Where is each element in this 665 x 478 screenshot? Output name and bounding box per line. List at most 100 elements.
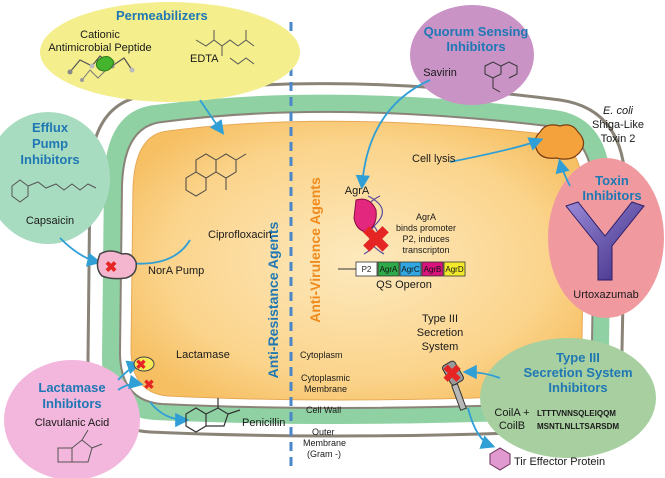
efflux-bubble bbox=[0, 112, 110, 244]
arrow-lactamase-2 bbox=[117, 374, 144, 391]
cyto-membrane-label-1: Cytoplasmic bbox=[301, 373, 351, 383]
tir-effector-icon bbox=[489, 447, 511, 471]
savirin-label: Savirin bbox=[423, 67, 457, 79]
lactamase-inhibitors-group: Lactamase Inhibitors Clavulanic Acid bbox=[4, 360, 140, 478]
quorum-bubble bbox=[410, 5, 534, 105]
lactamase-label: Lactamase bbox=[176, 349, 230, 361]
type3-title-2: Secretion System bbox=[523, 365, 632, 380]
cell-wall-label: Cell Wall bbox=[306, 405, 341, 415]
type3-system-3: System bbox=[422, 341, 459, 353]
anti-virulence-label: Anti-Virulence Agents bbox=[307, 177, 323, 323]
penicillin-label: Penicillin bbox=[242, 417, 285, 429]
type3-inhibitors-group: Type III Secretion System Inhibitors Coi… bbox=[480, 338, 656, 458]
red-x-type3: ✖ bbox=[442, 361, 462, 388]
antibody-icon bbox=[565, 201, 645, 281]
red-x-nora: ✖ bbox=[105, 259, 118, 276]
efflux-title-2: Pump bbox=[32, 136, 68, 151]
cyto-membrane-label-2: Membrane bbox=[304, 384, 347, 394]
edta-molecule-icon bbox=[195, 30, 255, 65]
type3-title-1: Type III bbox=[556, 350, 600, 365]
red-x-lactamase-1: ✖ bbox=[136, 357, 147, 372]
nora-pump-icon bbox=[96, 250, 138, 280]
outer-membrane-label-1: Outer bbox=[312, 427, 335, 437]
coil-label-1: CoilA + bbox=[494, 407, 529, 419]
lactamase-title-1: Lactamase bbox=[38, 380, 105, 395]
toxin-inhibitors-group: Toxin Inhibitors Urtoxazumab bbox=[548, 158, 664, 318]
type3-bubble bbox=[480, 338, 656, 458]
penicillin-molecule-icon bbox=[185, 398, 241, 433]
operon-gene-box bbox=[355, 261, 378, 277]
quorum-title-2: Inhibitors bbox=[446, 39, 505, 54]
agra-protein-icon bbox=[353, 198, 377, 233]
outer-membrane-label-3: (Gram -) bbox=[307, 449, 341, 459]
type3-system-group: Type III Secretion System ✖ bbox=[417, 313, 467, 411]
arrows bbox=[59, 79, 571, 449]
tir-label: Tir Effector Protein bbox=[514, 456, 605, 468]
quorum-title-1: Quorum Sensing bbox=[424, 24, 529, 39]
toxin-shiga-label: Shiga-Like bbox=[592, 119, 644, 131]
coil-sequence-1: LTTTVNNSQLEIQQM bbox=[537, 409, 616, 418]
operon-gene-label: AgrB bbox=[424, 265, 442, 274]
nora-pump-group: ✖ NorA Pump bbox=[96, 250, 204, 280]
nora-pump-label: NorA Pump bbox=[148, 265, 204, 277]
agra-desc-4: transcripton bbox=[402, 245, 449, 255]
agra-desc-3: P2, induces bbox=[402, 234, 450, 244]
efflux-title-3: Inhibitors bbox=[20, 152, 79, 167]
red-x-agra: ✖ bbox=[361, 219, 391, 260]
arrow-quorum bbox=[355, 79, 431, 190]
arrow-type3 bbox=[462, 364, 501, 380]
capsaicin-molecule-icon bbox=[11, 179, 97, 203]
lactamase-enzyme-group: ✖ ✖ Lactamase bbox=[133, 349, 230, 392]
savirin-molecule-icon bbox=[484, 61, 518, 93]
cell-lysis-label: Cell lysis bbox=[412, 153, 456, 165]
lactamase-enzyme-icon bbox=[133, 356, 155, 372]
outer-membrane-label-2: Membrane bbox=[303, 438, 346, 448]
toxin-ecoli-label: E. coli bbox=[603, 105, 634, 117]
capsaicin-label: Capsaicin bbox=[26, 215, 74, 227]
operon-gene-label: P2 bbox=[362, 265, 372, 274]
permeabilizers-bubble bbox=[40, 2, 300, 102]
toxin-2-label: Toxin 2 bbox=[601, 133, 636, 145]
type3-system-1: Type III bbox=[422, 313, 458, 325]
antimicrobial-peptide-icon bbox=[67, 55, 135, 82]
edta-label: EDTA bbox=[190, 53, 219, 65]
lactamase-bubble bbox=[4, 360, 140, 478]
toxin-title-2: Inhibitors bbox=[582, 188, 641, 203]
agra-desc-2: binds promoter bbox=[396, 223, 456, 233]
operon-gene-box bbox=[421, 261, 444, 277]
shiga-toxin-icon bbox=[534, 124, 585, 160]
clavulanic-acid-molecule-icon bbox=[57, 429, 103, 463]
anti-resistance-label: Anti-Resistance Agents bbox=[265, 221, 281, 378]
red-x-lactamase-2: ✖ bbox=[144, 377, 155, 392]
efflux-title-1: Efflux bbox=[32, 120, 69, 135]
operon-gene-label: AgrA bbox=[380, 265, 398, 274]
quorum-inhibitors-group: Quorum Sensing Inhibitors Savirin bbox=[410, 5, 534, 105]
efflux-inhibitors-group: Efflux Pump Inhibitors Capsaicin bbox=[0, 112, 110, 244]
secretion-needle-icon bbox=[442, 360, 467, 411]
agra-group: AgrA ✖ AgrA binds promoter P2, induces t… bbox=[345, 185, 456, 260]
operon-gene-box bbox=[443, 261, 466, 277]
arrow-toxin bbox=[555, 158, 571, 187]
qs-operon-label: QS Operon bbox=[376, 279, 432, 291]
ciprofloxacin-label: Ciprofloxacin bbox=[208, 229, 272, 241]
urtoxazumab-label: Urtoxazumab bbox=[573, 289, 638, 301]
lactamase-title-2: Inhibitors bbox=[42, 396, 101, 411]
permeabilizers-group: Permeabilizers Cationic Antimicrobial Pe… bbox=[40, 2, 300, 102]
permeabilizers-title: Permeabilizers bbox=[116, 8, 208, 23]
coil-sequence-2: MSNTLNLLTSARSDM bbox=[537, 422, 619, 431]
operon-gene-box bbox=[377, 261, 400, 277]
arrow-cell-lysis bbox=[449, 137, 544, 163]
toxin-title-1: Toxin bbox=[595, 173, 629, 188]
agra-desc-1: AgrA bbox=[416, 212, 436, 222]
arrow-permeabilizers bbox=[199, 99, 225, 135]
peptide-label-2: Antimicrobial Peptide bbox=[48, 42, 151, 54]
shiga-toxin-group: E. coli Shiga-Like Toxin 2 bbox=[534, 105, 644, 160]
type3-title-3: Inhibitors bbox=[548, 380, 607, 395]
arrow-efflux bbox=[59, 237, 102, 267]
clavulanic-acid-label: Clavulanic Acid bbox=[35, 417, 110, 429]
coil-label-2: CoilB bbox=[499, 420, 525, 432]
ciprofloxacin-molecule-icon bbox=[185, 153, 247, 197]
